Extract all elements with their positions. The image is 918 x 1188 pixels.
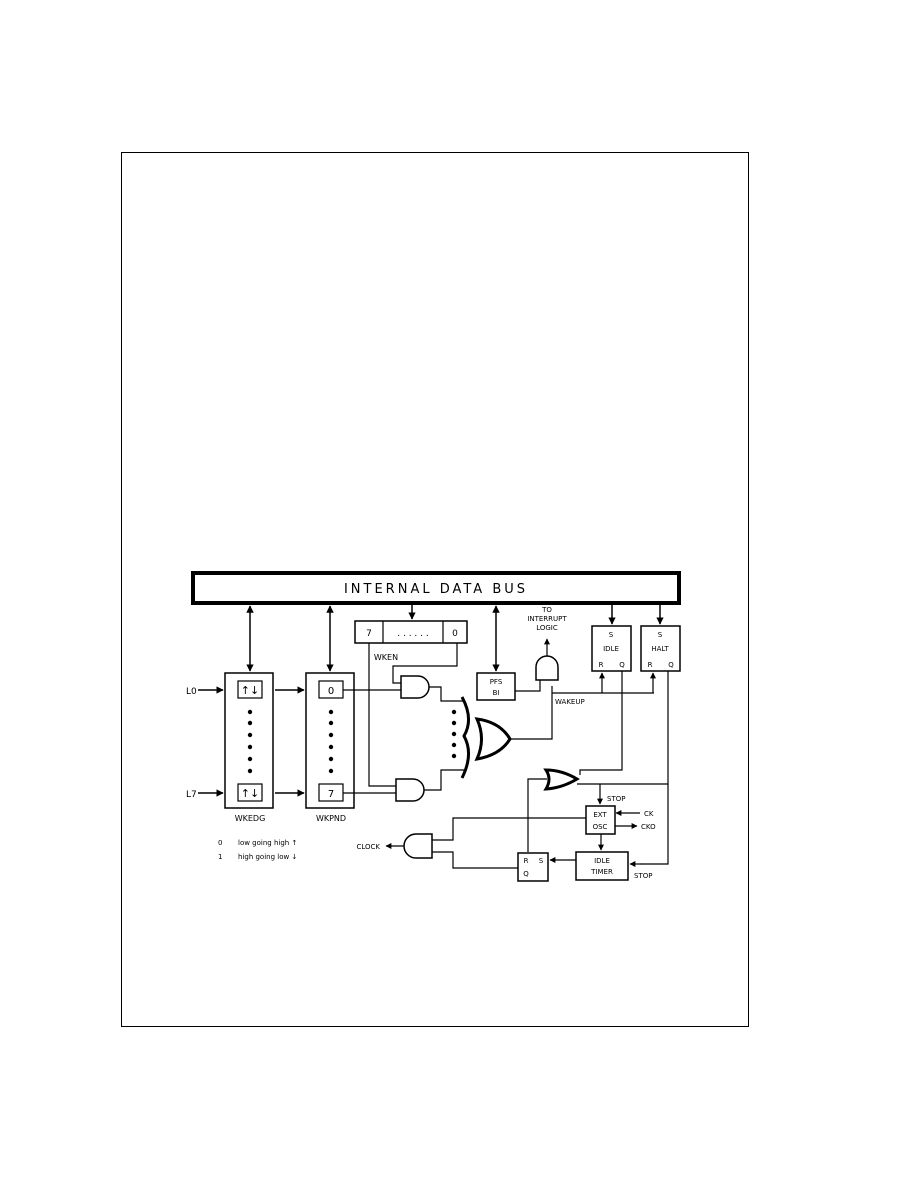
wkpnd-dots [328, 709, 334, 774]
wkpnd-cell-top-text: 0 [328, 686, 334, 697]
and-gate-top [400, 675, 430, 699]
idle-timer-line2: TIMER [590, 868, 613, 876]
interrupt-line1: TO [541, 606, 552, 614]
legend-key-1: 0 [218, 839, 222, 847]
halt-flipflop: S HALT R Q [640, 625, 681, 672]
legend-text-2: high going low ↓ [238, 853, 297, 861]
wken-bit-left: 7 [366, 629, 372, 639]
wkedg-label: WKEDG [235, 814, 266, 823]
halt-r: R [648, 661, 653, 669]
and-gate-bottom [395, 778, 425, 802]
wkedg-cell-top-text: ↑↓ [241, 684, 259, 697]
wakeup-label: WAKEUP [555, 698, 585, 706]
halt-q: Q [668, 661, 674, 669]
internal-data-bus: INTERNAL DATA BUS [191, 571, 681, 605]
wkedg-dots [247, 709, 253, 774]
clock-out-label: CLOCK [356, 843, 380, 851]
interrupt-line2: INTERRUPT [527, 615, 567, 623]
legend-key-2: 1 [218, 853, 222, 861]
rs-s: S [539, 857, 544, 865]
halt-s: S [658, 631, 663, 639]
figure-frame [121, 152, 749, 1027]
rs-q: Q [523, 870, 529, 878]
legend-text-1: low going high ↑ [238, 839, 297, 847]
wakeup-line [552, 672, 656, 694]
idle-timer-line1: IDLE [594, 857, 610, 865]
wken-bit-right: 0 [452, 629, 458, 639]
idle-r: R [599, 661, 604, 669]
pfs-line2: BI [493, 689, 500, 697]
and-gate-wiring [343, 643, 465, 794]
wkedg-cell-top [237, 680, 263, 699]
control-wiring [385, 671, 669, 869]
stop-label-2: STOP [634, 872, 652, 880]
input-lines [198, 686, 305, 797]
small-or-gate [543, 768, 580, 791]
wkedg-cell-bottom [237, 783, 263, 802]
pfs-register: PFS BI [476, 672, 516, 701]
clock-and-gate [403, 833, 433, 859]
idle-name: IDLE [603, 645, 619, 653]
cko-label: CKO [641, 823, 656, 831]
bus-label: INTERNAL DATA BUS [344, 582, 528, 597]
stop-label-1: STOP [607, 795, 625, 803]
wkpnd-cell-bottom-text: 7 [328, 789, 334, 800]
wkedg-register: ↑↓ ↑↓ WKEDG [224, 672, 274, 823]
rs-flipflop: R S Q [517, 852, 549, 882]
idle-s: S [609, 631, 614, 639]
pfs-line1: PFS [490, 678, 503, 686]
idle-flipflop: S IDLE R Q [591, 625, 632, 672]
big-or-gate [451, 696, 512, 779]
ext-osc-block: EXT OSC [585, 805, 616, 835]
ext-osc-line1: EXT [593, 811, 607, 819]
or-input-dots [451, 709, 457, 759]
interrupt-line3: LOGIC [536, 624, 558, 632]
ck-label: CK [644, 810, 654, 818]
wken-label: WKEN [374, 653, 398, 662]
halt-name: HALT [651, 645, 669, 653]
wken-dots: . . . . . . [397, 629, 428, 639]
or-to-interrupt-wire [510, 686, 553, 740]
idle-timer-block: IDLE TIMER [575, 851, 629, 881]
ext-osc-line2: OSC [593, 823, 608, 831]
interrupt-and-gate [515, 638, 559, 692]
bus-connections [246, 605, 664, 672]
rs-r: R [524, 857, 529, 865]
wkpnd-register: 0 7 WKPND [305, 672, 355, 823]
idle-q: Q [619, 661, 625, 669]
and-gates [395, 675, 430, 802]
input-l0-label: L0 [186, 687, 197, 697]
wken-register: 7 . . . . . . 0 WKEN [354, 620, 468, 662]
legend: 0 low going high ↑ 1 high going low ↓ [218, 839, 297, 861]
wkedg-cell-bottom-text: ↑↓ [241, 787, 259, 800]
input-l7-label: L7 [186, 790, 197, 800]
wkpnd-label: WKPND [316, 814, 346, 823]
